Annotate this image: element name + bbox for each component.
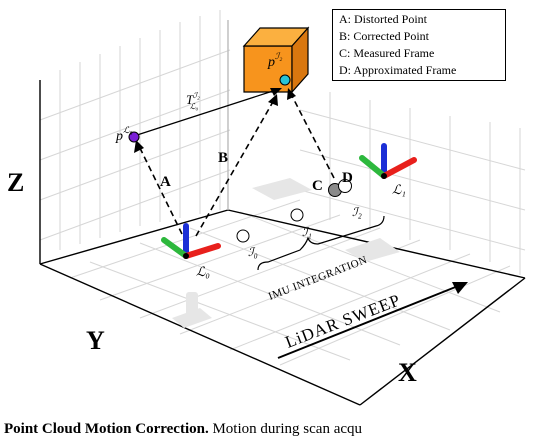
transform-line: [133, 89, 277, 137]
figure-caption: Point Cloud Motion Correction. Motion du…: [4, 421, 540, 438]
caption-bold: Point Cloud Motion Correction.: [4, 421, 209, 437]
lidar-arrowhead: [452, 282, 468, 294]
arrow-a: [137, 143, 183, 235]
label-d: D: [342, 170, 353, 186]
legend-item-d: D: Approximated Frame: [339, 63, 457, 77]
legend-item-c: C: Measured Frame: [339, 46, 435, 60]
floor-shadows: [172, 178, 400, 328]
point-p-l0: [128, 131, 140, 143]
label-b: B: [218, 150, 228, 166]
arrow-c-head: [287, 88, 296, 100]
arrow-b: [195, 99, 275, 237]
axis-y-label: Y: [86, 326, 105, 355]
dashed-arrows: [137, 91, 335, 237]
legend-item-a: A: Distorted Point: [339, 12, 428, 26]
label-frame-i1: ℐ₁: [302, 225, 312, 239]
arrow-c: [289, 91, 335, 179]
imu-brace: [257, 215, 385, 271]
arrow-b-head: [268, 94, 278, 106]
axis-z-label: Z: [7, 168, 25, 197]
label-c: C: [312, 178, 323, 194]
label-frame-l0: ℒ₀: [196, 264, 210, 279]
grid-lines: [39, 10, 526, 366]
label-lidar-sweep: LiDAR SWEEP: [283, 290, 404, 351]
frame-l0: [161, 223, 221, 259]
label-frame-i2: ℐ₂: [352, 205, 362, 219]
label-p-i2: pℐ₂: [267, 51, 282, 70]
caption-text: Motion during scan acqu: [208, 421, 363, 437]
point-p-i2: [279, 74, 291, 86]
axis-x-label: X: [398, 358, 417, 387]
frame-l1: [359, 143, 417, 179]
legend-item-b: B: Corrected Point: [339, 29, 429, 43]
legend-box: A: Distorted Point B: Corrected Point C:…: [332, 9, 506, 81]
frame-i1-marker: [290, 208, 304, 222]
label-frame-l1: ℒ₁: [392, 182, 406, 197]
label-a: A: [160, 174, 171, 190]
label-frame-i0: ℐ₀: [248, 245, 258, 259]
lidar-arrow-line: [277, 285, 459, 359]
frame-i0-marker: [236, 229, 250, 243]
label-imu-integration: IMU INTEGRATION: [267, 254, 369, 303]
arrow-a-head: [134, 140, 144, 153]
label-p-l0: pℒ₀: [115, 125, 133, 144]
approximated-frame-marker: [338, 179, 352, 193]
transform-arrowhead: [270, 88, 282, 96]
